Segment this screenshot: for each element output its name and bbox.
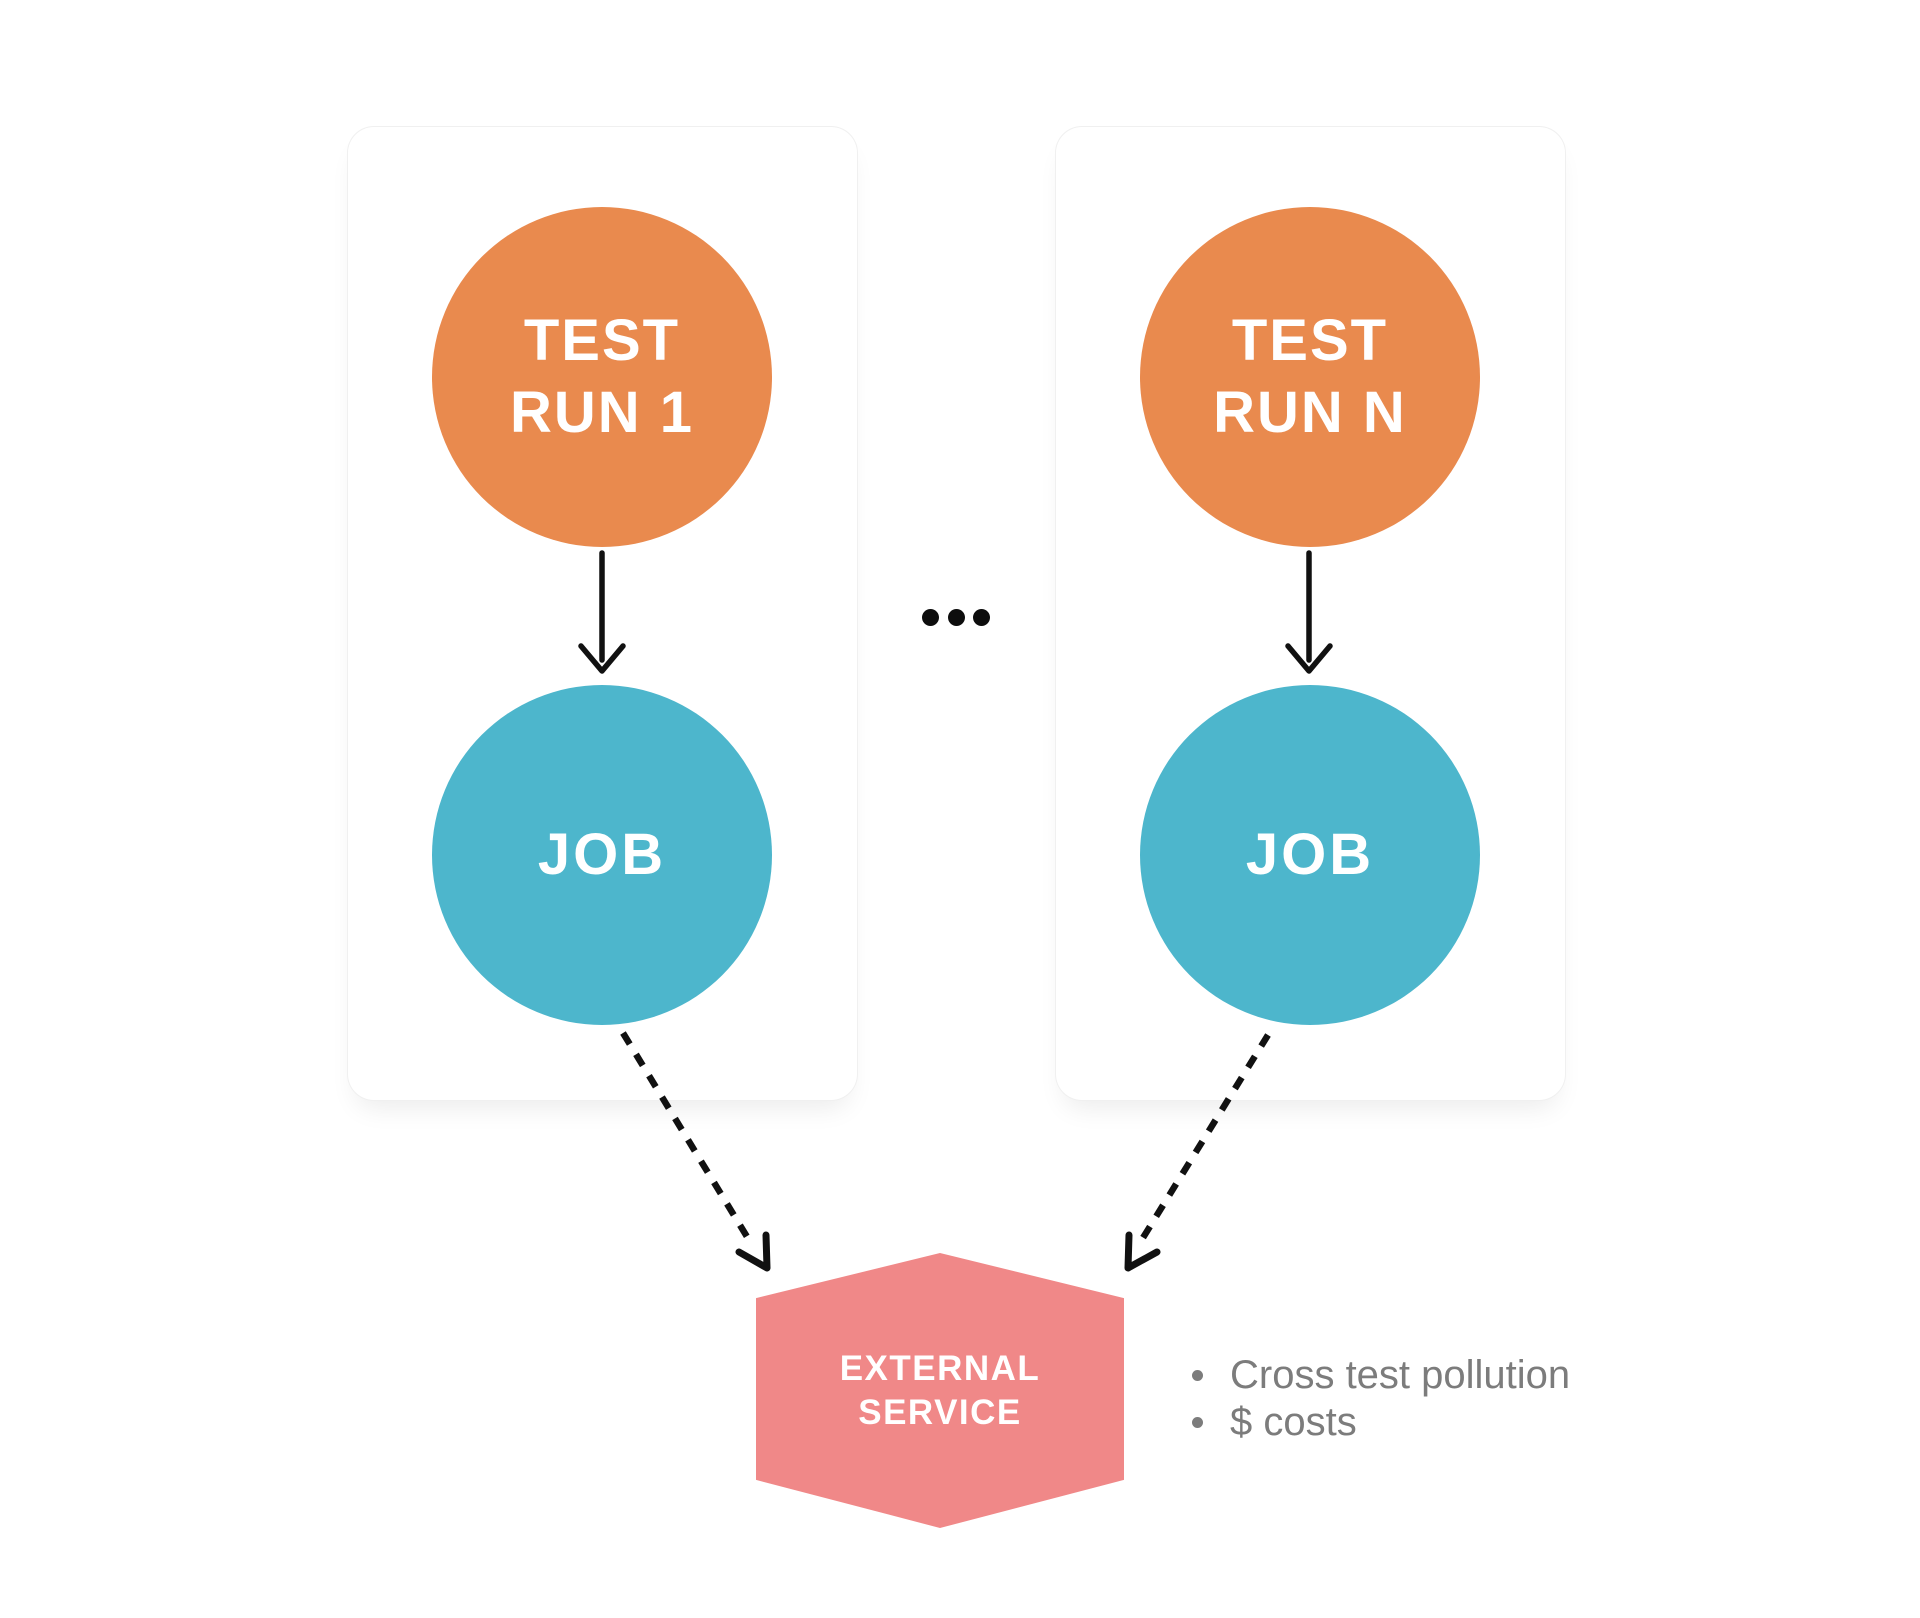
ellipsis-icon	[922, 608, 990, 626]
job-1-node: JOB	[432, 685, 772, 1025]
job-1-label: JOB	[537, 822, 667, 887]
notes-list: Cross test pollution $ costs	[1192, 1352, 1570, 1446]
note-item: Cross test pollution	[1192, 1352, 1570, 1399]
test-run-n-label-line1: TEST	[1231, 308, 1389, 373]
external-service-label-line1: EXTERNAL	[839, 1348, 1041, 1388]
note-text-cross-test-pollution: Cross test pollution	[1230, 1353, 1571, 1397]
test-run-1-card: TEST RUN 1 JOB	[348, 127, 857, 1100]
note-item: $ costs	[1192, 1399, 1570, 1446]
test-run-n-node: TEST RUN N	[1140, 207, 1480, 547]
ellipsis-dot	[973, 608, 990, 626]
note-text-costs: $ costs	[1230, 1400, 1357, 1444]
test-run-1-label-line1: TEST	[523, 308, 681, 373]
job-n-label: JOB	[1245, 822, 1375, 887]
external-service-label-line2: SERVICE	[858, 1392, 1022, 1432]
test-run-n-card: TEST RUN N JOB	[1056, 127, 1565, 1100]
test-run-1-label-line2: RUN 1	[509, 380, 695, 445]
test-run-n-label-line2: RUN N	[1213, 380, 1407, 445]
job-n-node: JOB	[1140, 685, 1480, 1025]
test-run-1-node: TEST RUN 1	[432, 207, 772, 547]
bullet-icon	[1192, 1417, 1203, 1428]
external-service-node: EXTERNAL SERVICE	[756, 1253, 1124, 1528]
bullet-icon	[1192, 1370, 1203, 1381]
ellipsis-dot	[922, 608, 939, 626]
ellipsis-dot	[947, 608, 965, 626]
